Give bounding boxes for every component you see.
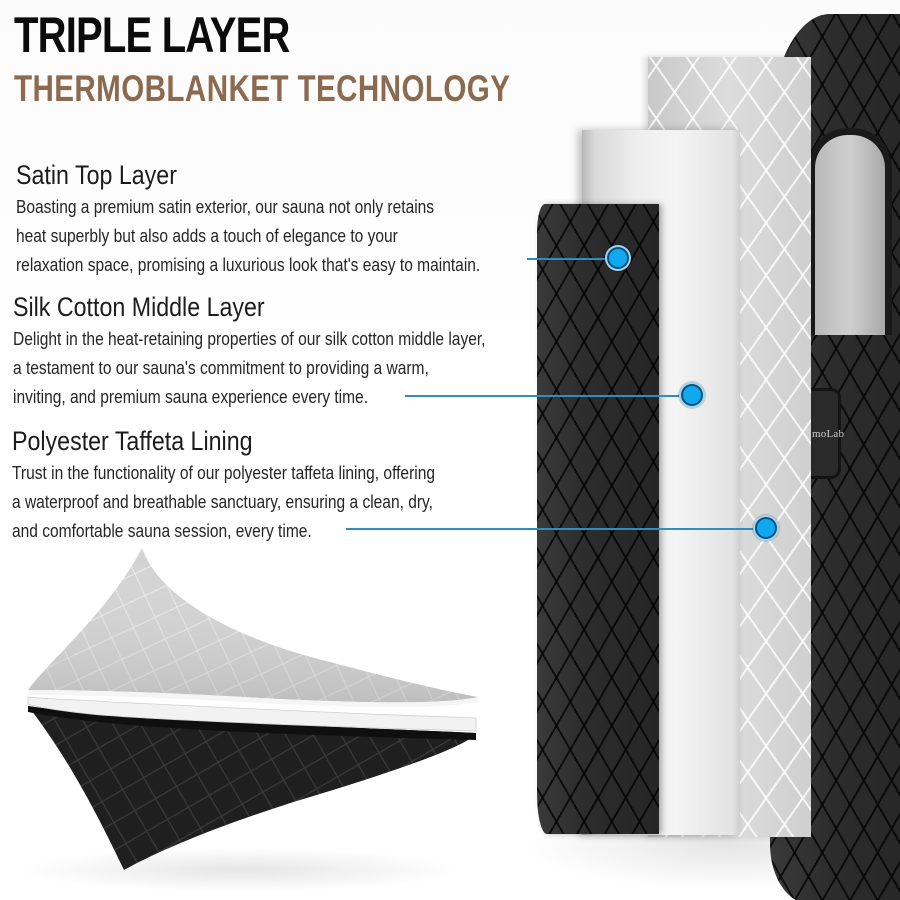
polyester-lining-block: Polyester Taffeta Lining Trust in the fu… xyxy=(12,426,516,545)
silk-cotton-layer-heading: Silk Cotton Middle Layer xyxy=(13,292,265,322)
satin-layer-text-line: heat superbly but also adds a touch of e… xyxy=(16,225,398,246)
satin-layer-block: Satin Top Layer Boasting a premium satin… xyxy=(16,160,569,279)
sauna-window xyxy=(808,128,892,335)
polyester-callout-dot-icon xyxy=(757,519,775,537)
silk-cotton-layer-text-line: Delight in the heat-retaining properties… xyxy=(13,328,486,349)
satin-layer-panel xyxy=(537,204,659,834)
satin-layer-heading: Satin Top Layer xyxy=(16,160,177,190)
polyester-lining-text-line: a waterproof and breathable sanctuary, e… xyxy=(12,491,433,512)
satin-callout-line xyxy=(527,258,611,260)
page-title: TRIPLE LAYER xyxy=(14,7,290,63)
silk-cotton-layer-block: Silk Cotton Middle Layer Delight in the … xyxy=(13,292,576,411)
satin-layer-text-line: relaxation space, promising a luxurious … xyxy=(16,254,481,275)
silk-cotton-layer-text-line: inviting, and premium sauna experience e… xyxy=(13,386,369,407)
polyester-lining-text-line: and comfortable sauna session, every tim… xyxy=(12,520,312,541)
polyester-callout-line xyxy=(346,528,759,530)
satin-layer-text-line: Boasting a premium satin exterior, our s… xyxy=(16,196,435,217)
satin-callout-dot-icon xyxy=(609,249,627,267)
polyester-lining-heading: Polyester Taffeta Lining xyxy=(12,426,253,456)
silk-cotton-callout-dot-icon xyxy=(683,386,701,404)
polyester-lining-text-line: Trust in the functionality of our polyes… xyxy=(12,462,435,483)
silk-cotton-callout-line xyxy=(405,395,685,397)
middle-white-sheet xyxy=(27,696,477,732)
dark-layer-sheet xyxy=(28,706,476,870)
silk-cotton-layer-text-line: a testament to our sauna's commitment to… xyxy=(13,357,429,378)
page-subtitle: THERMOBLANKET TECHNOLOGY xyxy=(14,68,511,109)
brand-mark: moLab xyxy=(812,428,845,440)
light-layer-sheet xyxy=(28,548,478,707)
